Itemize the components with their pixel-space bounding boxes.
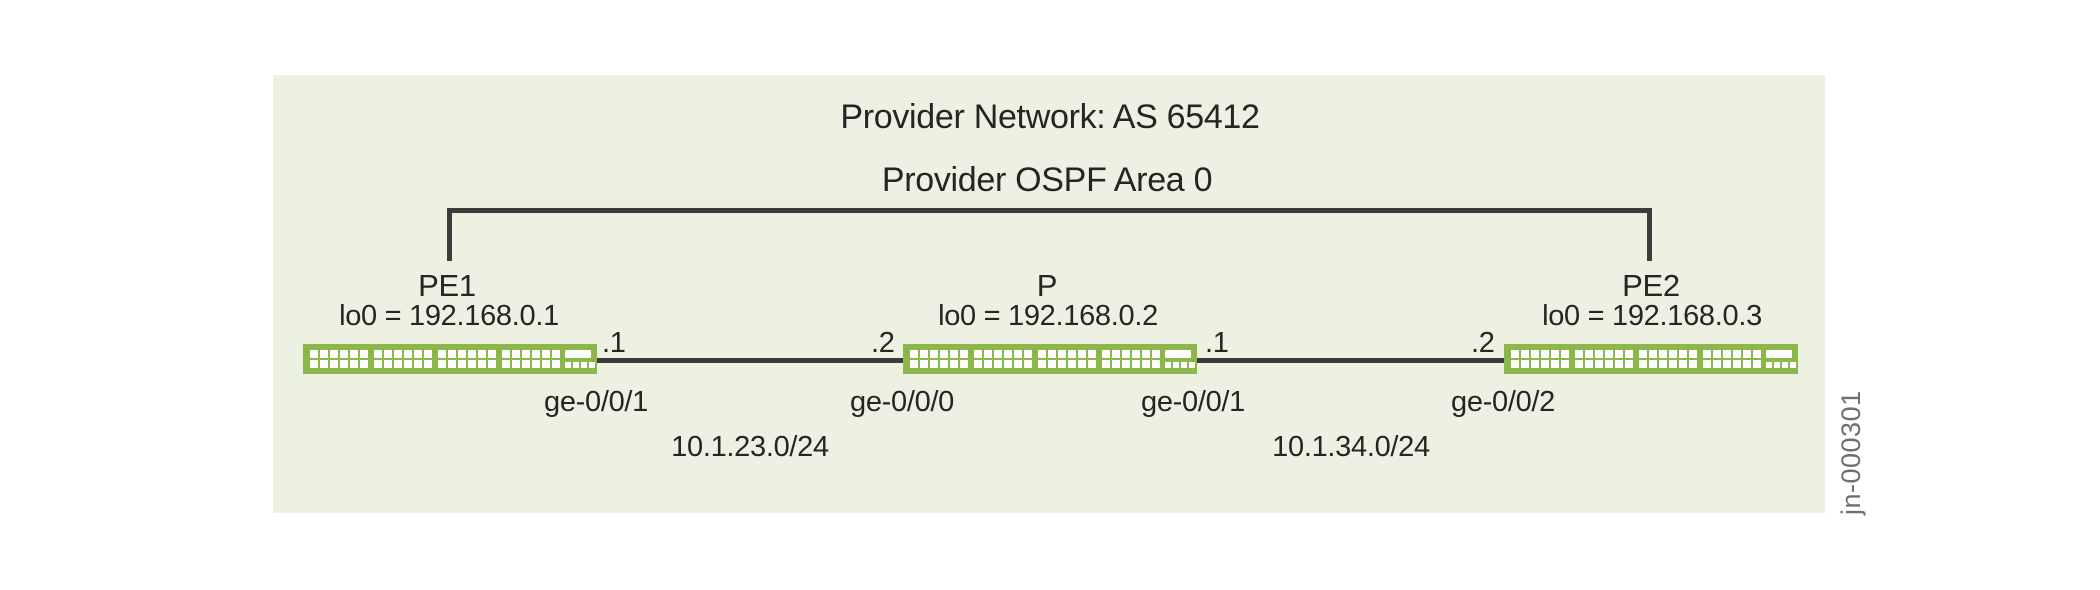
provider-network-title: Provider Network: AS 65412 bbox=[840, 98, 1260, 136]
loopback-label-pe2: lo0 = 192.168.0.3 bbox=[1542, 300, 1762, 332]
ip-label-pe2-link2: .2 bbox=[1471, 327, 1495, 359]
router-icon-pe2 bbox=[1504, 344, 1798, 374]
subnet-label-link1: 10.1.23.0/24 bbox=[671, 431, 829, 463]
interface-label-p-link1: ge-0/0/0 bbox=[849, 386, 955, 418]
diagram-panel bbox=[273, 75, 1825, 513]
interface-label-p-link2: ge-0/0/1 bbox=[1140, 386, 1246, 418]
link-pe1-p bbox=[597, 358, 903, 363]
router-icon-p bbox=[903, 344, 1197, 374]
router-icon-pe1 bbox=[303, 344, 597, 374]
link-p-pe2 bbox=[1197, 358, 1504, 363]
router-label-p: P bbox=[1036, 268, 1058, 303]
ospf-area-label: Provider OSPF Area 0 bbox=[881, 161, 1213, 199]
ospf-area-bracket bbox=[447, 208, 1652, 261]
loopback-label-p: lo0 = 192.168.0.2 bbox=[938, 300, 1158, 332]
ip-label-p-link2: .1 bbox=[1205, 327, 1229, 359]
figure-id-watermark: jn-000301 bbox=[1836, 390, 1866, 515]
ip-label-pe1-link1: .1 bbox=[602, 327, 626, 359]
ip-label-p-link1: .2 bbox=[871, 327, 895, 359]
loopback-label-pe1: lo0 = 192.168.0.1 bbox=[339, 300, 559, 332]
subnet-label-link2: 10.1.34.0/24 bbox=[1272, 431, 1430, 463]
interface-label-pe1-link1: ge-0/0/1 bbox=[543, 386, 649, 418]
router-label-pe1: PE1 bbox=[418, 268, 476, 303]
interface-label-pe2-link2: ge-0/0/2 bbox=[1450, 386, 1556, 418]
router-label-pe2: PE2 bbox=[1622, 268, 1680, 303]
